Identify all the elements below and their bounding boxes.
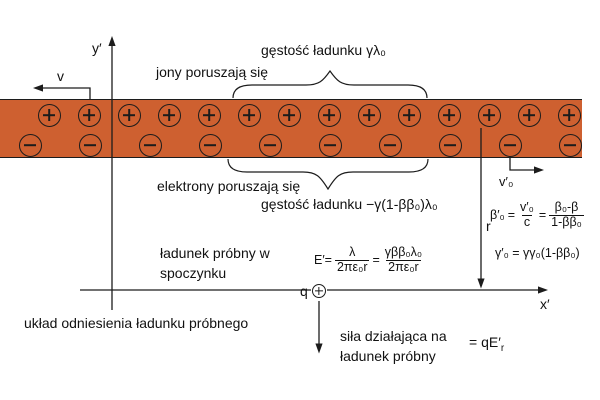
beta-formula-equals: = [507,208,516,223]
efield-formula-fraction2: γββ₀λ₀ 2πε₀r [383,245,424,275]
efield-formula-f1-numerator: λ [349,245,356,259]
force-equation: = qE′r [469,334,504,357]
beta-formula-f2-denominator: 1-ββ₀ [549,214,584,229]
efield-formula-lhs: E′= [314,253,332,268]
force-label: siła działająca na ładunek próbny [340,326,447,366]
plus-charge [477,103,501,127]
beta-formula-f1-denominator: c [521,214,533,229]
efield-formula-f2-denominator: 2πε₀r [386,259,421,274]
minus-charge [198,133,222,157]
test-charge-symbol [312,284,326,298]
plus-charge [517,103,541,127]
force-equation-main: = qE′ [469,334,501,350]
minus-charge [318,133,342,157]
plus-charge [237,103,261,127]
plus-charge [357,103,381,127]
density-top-label: gęstość ładunku γλ₀ [261,42,386,58]
y-axis-arrowhead [108,36,116,46]
efield-formula-fraction1: λ 2πε₀r [334,245,370,275]
v-arrow-line [41,87,91,99]
force-equation-subscript: r [500,342,505,354]
y-axis [108,36,116,310]
force-label-line2: ładunek próbny [340,348,436,364]
y-axis-label: y′ [92,40,102,56]
plus-charge [557,103,581,127]
v0-label: v′₀ [499,174,514,189]
x-axis-label: x′ [540,296,550,312]
plus-charge [317,103,341,127]
minus-charge [138,133,162,157]
v-label: v [57,68,64,84]
minus-charge [378,133,402,157]
plus-charge [157,103,181,127]
beta-formula-f2-numerator: β₀-β [554,200,579,214]
q-label: q [300,283,308,299]
v0-arrow-line [509,156,536,171]
gamma-formula-text: γ′₀ = γγ₀(1-ββ₀) [495,246,580,260]
beta-formula-lhs: β′₀ [490,208,505,223]
minus-charge [498,133,522,157]
plus-charge [397,103,421,127]
plus-charge [277,103,301,127]
reference-frame-label: układ odniesienia ładunku próbnego [24,315,249,331]
electrons-label: elektrony poruszają się [157,178,301,194]
minus-charge [258,133,282,157]
density-bottom-label: gęstość ładunku −γ(1-ββ₀)λ₀ [261,196,438,212]
force-arrowhead [315,343,323,354]
efield-formula-f2-numerator: γββ₀λ₀ [384,245,423,259]
v-arrow [33,84,91,99]
r-arrowhead [477,278,485,289]
minus-charge [18,133,42,157]
plus-charge [37,103,61,127]
beta-formula: β′₀ = v′₀ c = β₀-β 1-ββ₀ [490,200,584,230]
gamma-formula: γ′₀ = γγ₀(1-ββ₀) [495,246,580,260]
plus-charge [197,103,221,127]
plus-charge [117,103,141,127]
beta-formula-fraction2: β₀-β 1-ββ₀ [549,200,584,230]
efield-formula-equals: = [372,253,380,268]
efield-formula: E′= λ 2πε₀r = γββ₀λ₀ 2πε₀r [314,245,424,275]
x-axis-arrowhead [538,286,548,294]
beta-formula-f1-numerator: v′₀ [520,200,534,214]
test-charge-label-line1: ładunek próbny w [160,245,270,261]
r-label: r [486,218,491,234]
test-charge-label-line2: spoczynku [160,265,227,281]
v0-arrow [509,156,544,174]
minus-charge [78,133,102,157]
ions-label: jony poruszają się [156,64,269,80]
beta-formula-equals2: = [538,208,547,223]
force-label-line1: siła działająca na [340,328,447,344]
efield-formula-f1-denominator: 2πε₀r [334,259,370,274]
v0-arrow-arrowhead [534,166,544,174]
plus-charge [77,103,101,127]
beta-formula-fraction1: v′₀ c [518,200,536,230]
test-charge-label: ładunek próbny w spoczynku [160,243,270,283]
minus-charge [438,133,462,157]
v-arrow-arrowhead [33,84,43,92]
minus-charge [558,133,582,157]
plus-charge [437,103,461,127]
force-arrow [315,301,323,354]
